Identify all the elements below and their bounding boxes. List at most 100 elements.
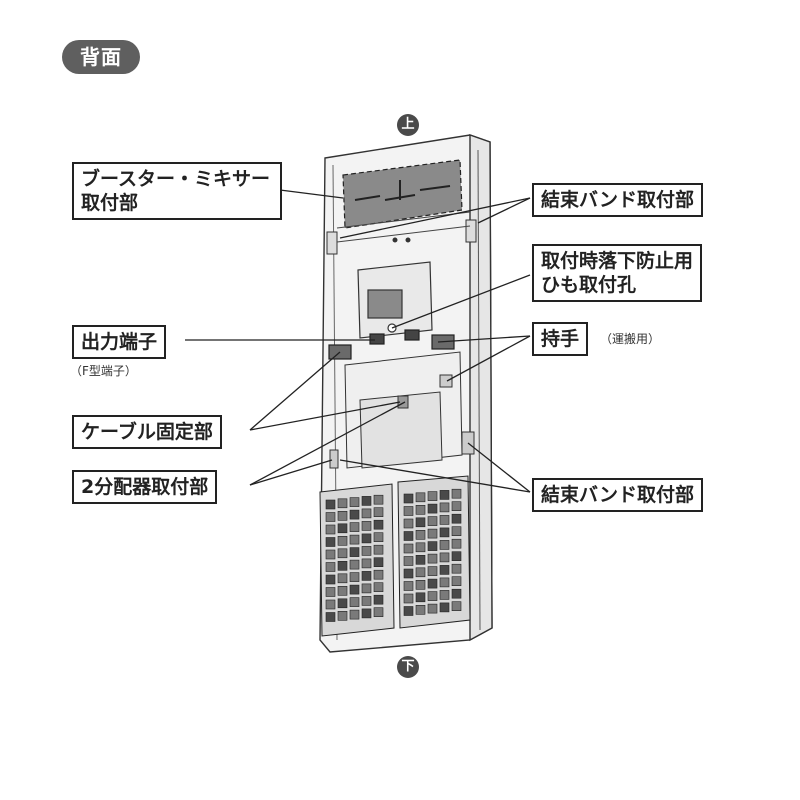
grid-cell: [361, 546, 372, 556]
label-booster-mixer: ブースター・ミキサー 取付部: [72, 162, 282, 220]
grid-cell: [349, 559, 360, 570]
grid-cell: [325, 512, 336, 522]
grid-cell: [361, 521, 372, 531]
grid-cell: [337, 573, 348, 584]
grid-cell: [325, 537, 336, 547]
grid-cell: [325, 612, 336, 622]
grid-cell: [337, 523, 348, 534]
grid-cell: [325, 549, 336, 560]
grid-cell: [403, 581, 414, 591]
grid-cell: [403, 493, 414, 504]
grid-cell: [337, 598, 348, 609]
grid-cell: [439, 552, 450, 563]
grid-cell: [361, 583, 372, 594]
grid-cell: [427, 528, 438, 539]
grid-cell: [361, 508, 372, 519]
grid-cell: [361, 496, 372, 506]
grid-cell: [349, 534, 360, 545]
grid-cell: [337, 498, 348, 509]
grid-cell: [439, 490, 450, 500]
grid-cell: [403, 556, 414, 566]
grid-cell: [451, 513, 462, 524]
grid-cell: [415, 517, 426, 528]
grid-cell: [373, 557, 384, 568]
grid-cell: [349, 522, 360, 532]
grid-cell: [415, 604, 426, 615]
grid-cell: [439, 577, 450, 588]
grid-cell: [337, 585, 348, 596]
grid-cell: [439, 590, 450, 600]
grid-cell: [403, 518, 414, 529]
grid-cell: [451, 563, 462, 574]
grid-cell: [403, 593, 414, 604]
grid-cell: [439, 565, 450, 575]
grid-cell: [451, 551, 462, 562]
grid-cell: [325, 599, 336, 610]
grid-cell: [361, 533, 372, 544]
grid-cell: [451, 588, 462, 599]
grid-cell: [349, 584, 360, 595]
grid-cell: [373, 607, 384, 618]
grid-cell: [403, 543, 414, 554]
grid-cell: [349, 497, 360, 507]
grid-cell: [427, 503, 438, 514]
grid-cell: [325, 524, 336, 535]
grid-cell: [373, 532, 384, 543]
note-output-terminal: （F型端子）: [70, 364, 137, 378]
grid-cell: [403, 531, 414, 541]
grid-cell: [427, 566, 438, 576]
grid-cell: [427, 591, 438, 601]
handle-grip: [439, 374, 453, 388]
grid-cell: [451, 488, 462, 499]
grid-cell: [325, 562, 336, 572]
grid-cell: [403, 568, 414, 579]
top-marker: 上: [397, 114, 419, 136]
grid-cell: [349, 509, 360, 520]
grid-cell: [373, 582, 384, 593]
grid-cell: [427, 578, 438, 589]
label-output-terminal: 出力端子: [72, 325, 167, 359]
bottom-marker: 下: [397, 656, 419, 678]
grid-cell: [427, 603, 438, 614]
label-fall-prevention: 取付時落下防止用 ひも取付孔: [532, 244, 703, 302]
grid-cell: [415, 492, 426, 503]
grid-cell: [373, 594, 384, 605]
grid-cell: [361, 596, 372, 606]
grid-cell: [361, 558, 372, 569]
grid-cell: [337, 535, 348, 546]
label-cable-fixing: ケーブル固定部: [72, 415, 222, 449]
grid-cell: [415, 542, 426, 553]
grid-cell: [415, 504, 426, 515]
grid-cell: [439, 515, 450, 525]
grid-cell: [373, 494, 384, 505]
leader-lines: [185, 189, 531, 493]
grid-cell: [415, 579, 426, 590]
grid-cell: [349, 547, 360, 557]
grid-cell: [325, 587, 336, 597]
grid-cell: [373, 507, 384, 518]
grid-cell: [439, 602, 450, 613]
grid-cell: [337, 610, 348, 621]
label-splitter: 2分配器取付部: [72, 470, 218, 504]
grid-cell: [451, 601, 462, 612]
grid-cell: [325, 499, 336, 510]
label-band-top: 結束バンド取付部: [532, 183, 703, 217]
grid-cell: [439, 540, 450, 550]
note-handle: （運搬用）: [600, 332, 661, 346]
page-title-badge: 背面: [62, 40, 140, 74]
grid-cell: [373, 569, 384, 580]
band-slot-left-bottom: [329, 449, 339, 469]
grid-cell: [361, 608, 372, 619]
page-title: 背面: [80, 45, 122, 69]
band-slot-right-top: [465, 219, 477, 243]
grid-cell: [427, 491, 438, 501]
grid-cell: [451, 538, 462, 549]
grid-cell: [337, 510, 348, 521]
grid-cell: [415, 592, 426, 603]
grid-cell: [325, 574, 336, 585]
booster-mount-area: [342, 159, 463, 229]
band-slot-left-top: [326, 231, 338, 255]
grid-cell: [427, 516, 438, 526]
grid-cell: [439, 502, 450, 513]
